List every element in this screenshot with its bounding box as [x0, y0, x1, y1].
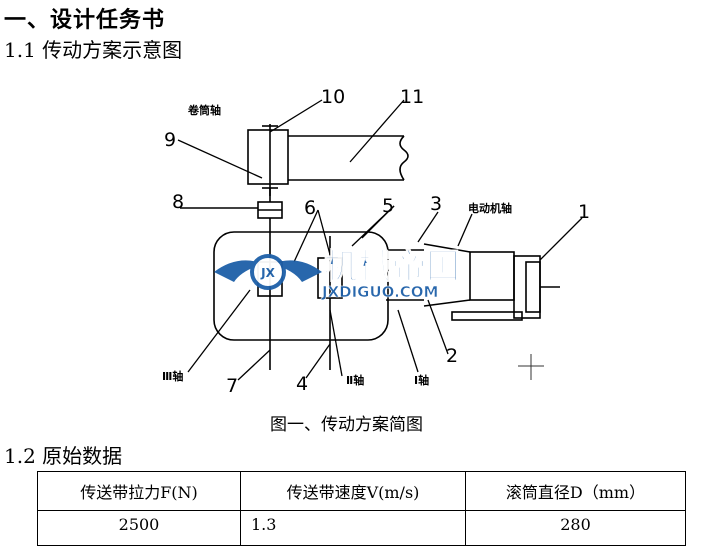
label-10: 10 — [321, 86, 345, 108]
label-11: 11 — [400, 86, 424, 108]
leaders-top — [177, 99, 405, 179]
subsection-title-data: 1.2 原始数据 — [4, 444, 123, 468]
label-2: 2 — [446, 345, 458, 367]
label-8: 8 — [172, 191, 184, 213]
parameters-table: 传送带拉力F(N) 传送带速度V(m/s) 滚筒直径D（mm） 2500 1.3… — [37, 471, 686, 546]
figure-caption: 图一、传动方案简图 — [270, 415, 423, 435]
value-belt-tension: 2500 — [37, 510, 241, 546]
watermark-url: JXDIGUO.COM — [321, 283, 438, 301]
crosshair-mark — [518, 354, 544, 380]
label-motor-shaft: 电动机轴 — [468, 201, 512, 215]
motor-and-belt — [423, 243, 560, 321]
label-1: 1 — [578, 201, 590, 223]
transmission-diagram: 10 11 9 8 6 5 3 1 2 4 7 卷筒轴 电动机轴 Ⅲ轴 Ⅱ轴 Ⅰ… — [162, 86, 590, 397]
label-shaft-1: Ⅰ轴 — [414, 373, 429, 387]
label-drum-shaft: 卷筒轴 — [187, 103, 221, 117]
label-5: 5 — [382, 195, 394, 217]
value-belt-speed: 1.3 — [240, 510, 466, 546]
watermark-text: 机械帝国 — [324, 247, 460, 287]
label-7: 7 — [226, 375, 238, 397]
watermark: JX 机械帝国 JXDIGUO.COM — [214, 246, 461, 301]
header-belt-speed: 传送带速度V(m/s) — [240, 471, 466, 511]
label-3: 3 — [430, 193, 442, 215]
gear-icon — [250, 254, 286, 290]
conveyor-drum — [247, 124, 409, 196]
label-6: 6 — [304, 197, 316, 219]
header-drum-diameter: 滚筒直径D（mm） — [465, 471, 686, 511]
table-row: 2500 1.3 280 — [37, 510, 686, 546]
value-drum-diameter: 280 — [465, 510, 686, 546]
table-header-row: 传送带拉力F(N) 传送带速度V(m/s) 滚筒直径D（mm） — [37, 471, 686, 511]
label-9: 9 — [164, 129, 176, 151]
watermark-badge: JX — [260, 266, 275, 280]
label-shaft-2: Ⅱ轴 — [346, 373, 364, 387]
label-4: 4 — [296, 373, 308, 395]
subsection-title-diagram: 1.1 传动方案示意图 — [4, 38, 183, 62]
section-title: 一、设计任务书 — [4, 8, 166, 33]
header-belt-tension: 传送带拉力F(N) — [37, 471, 241, 511]
label-shaft-3: Ⅲ轴 — [162, 369, 183, 383]
leaders — [187, 205, 583, 381]
